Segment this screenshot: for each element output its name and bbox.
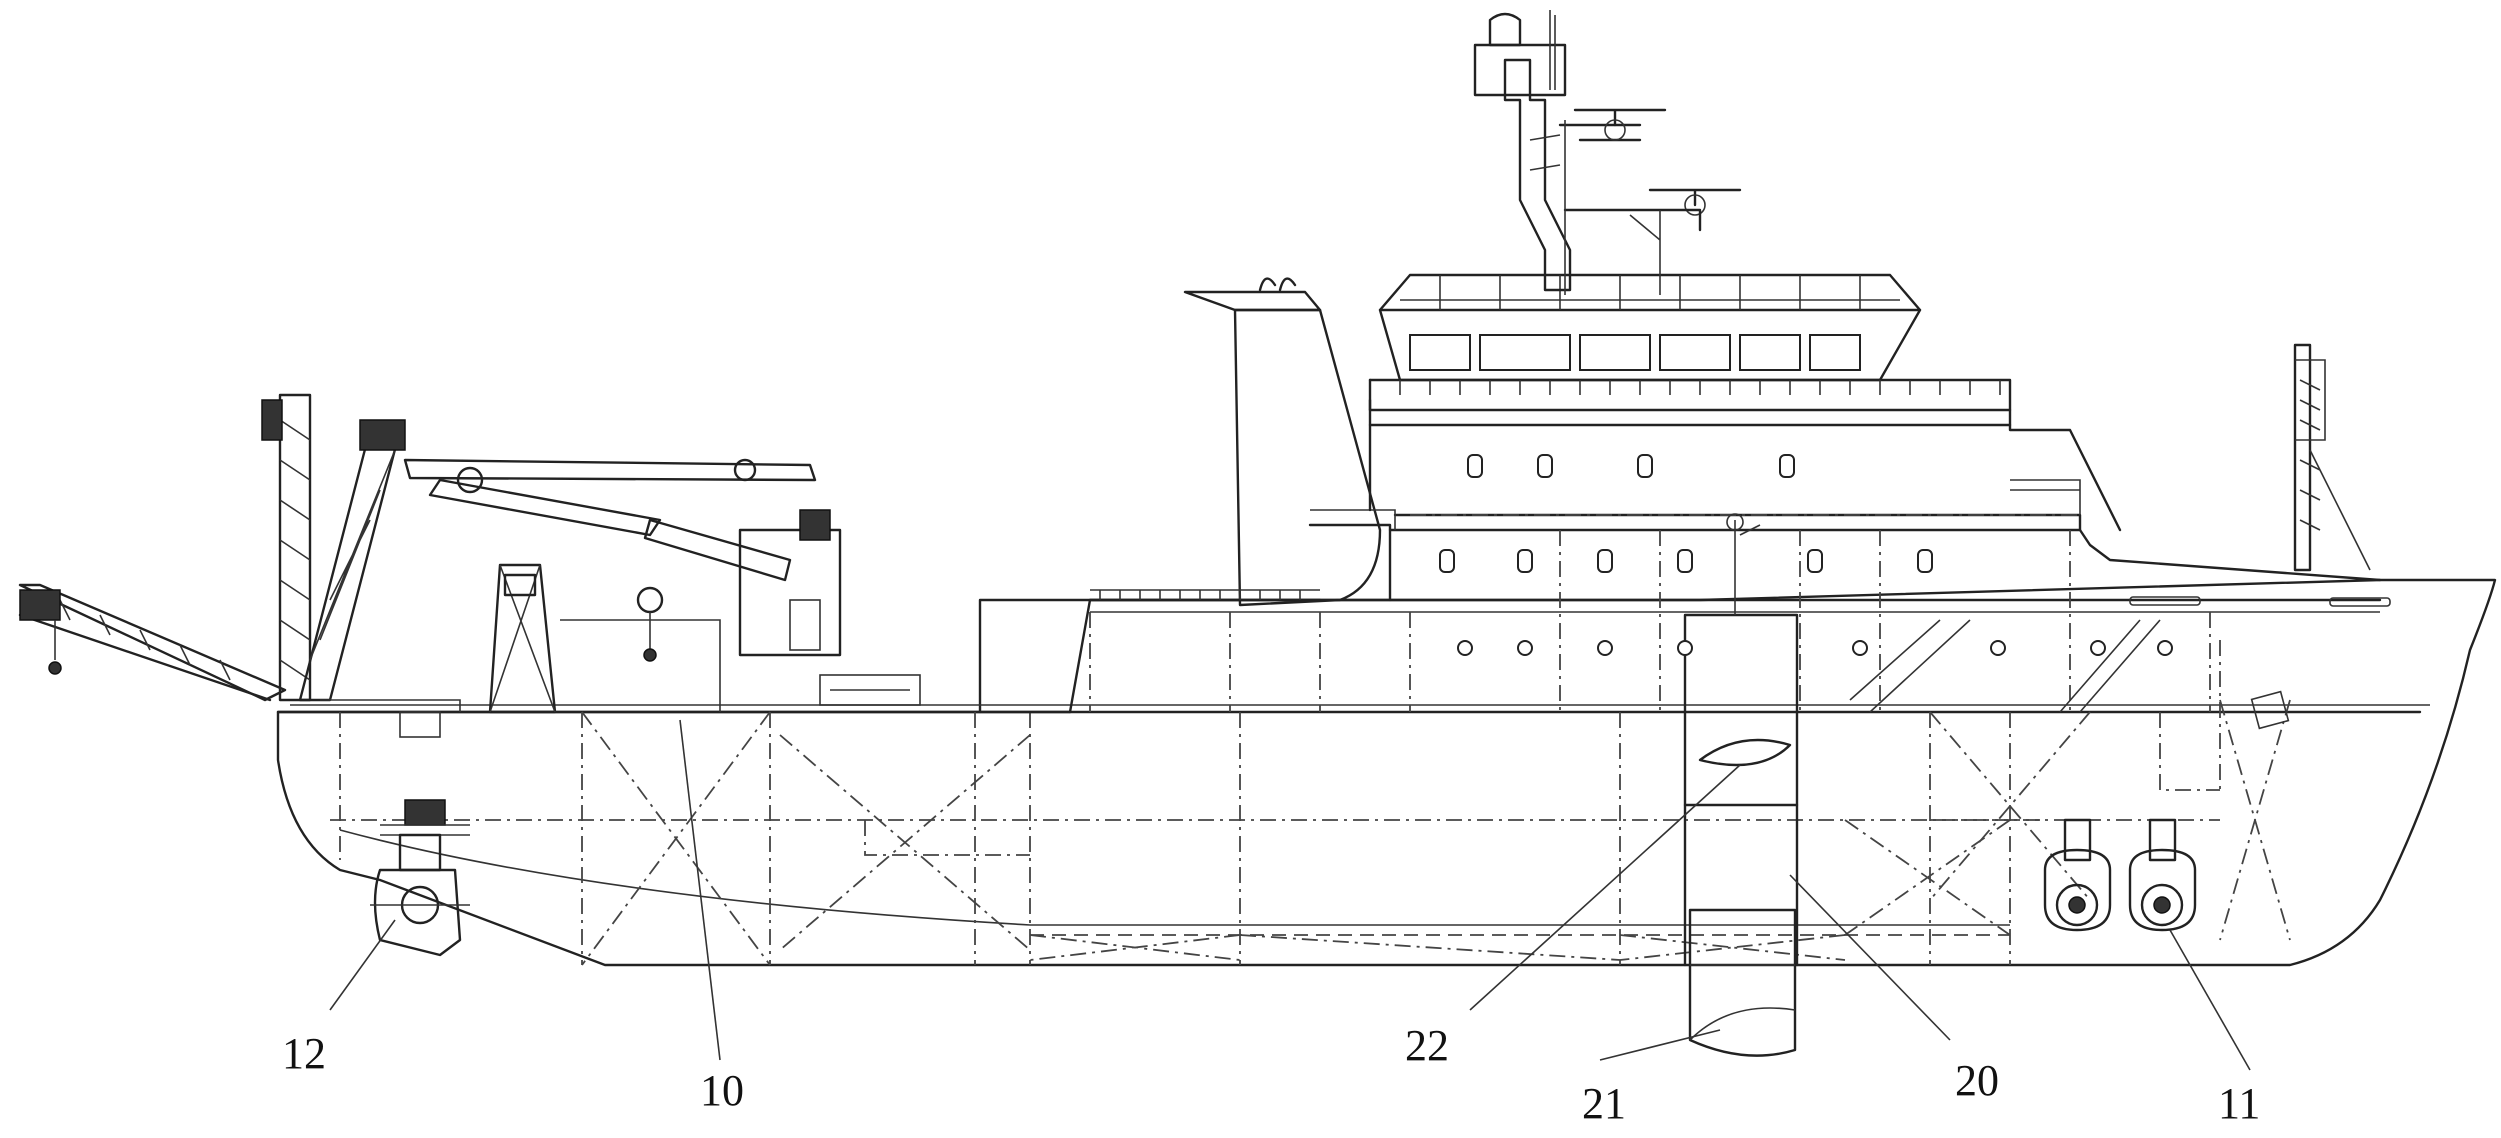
reference-labels: 12 10 22 21 20 11 bbox=[282, 1021, 2260, 1128]
thruster-unit-1 bbox=[2043, 818, 2112, 932]
azimuth-thrusters bbox=[2043, 818, 2197, 932]
retractable-thruster bbox=[1688, 908, 1797, 1057]
label-10: 10 bbox=[700, 1066, 744, 1115]
aft-deck-equipment bbox=[18, 393, 921, 738]
leader-21 bbox=[1599, 1029, 1721, 1061]
leader-12 bbox=[329, 919, 396, 1011]
stern-propulsion-unit bbox=[370, 799, 470, 957]
label-21: 21 bbox=[1582, 1079, 1626, 1128]
moon-pool bbox=[1683, 613, 1799, 967]
hull bbox=[276, 578, 2497, 967]
label-12: 12 bbox=[282, 1029, 326, 1078]
label-22: 22 bbox=[1405, 1021, 1449, 1070]
label-11: 11 bbox=[2218, 1079, 2260, 1128]
superstructure bbox=[978, 273, 2391, 714]
leader-lines bbox=[329, 719, 2251, 1071]
leader-22 bbox=[1469, 764, 1741, 1011]
leader-10 bbox=[679, 719, 721, 1061]
label-20: 20 bbox=[1955, 1056, 1999, 1105]
leader-20 bbox=[1789, 874, 1951, 1041]
thruster-unit-2 bbox=[2128, 818, 2197, 932]
mast bbox=[1473, 10, 1742, 295]
leader-11 bbox=[2169, 929, 2251, 1071]
